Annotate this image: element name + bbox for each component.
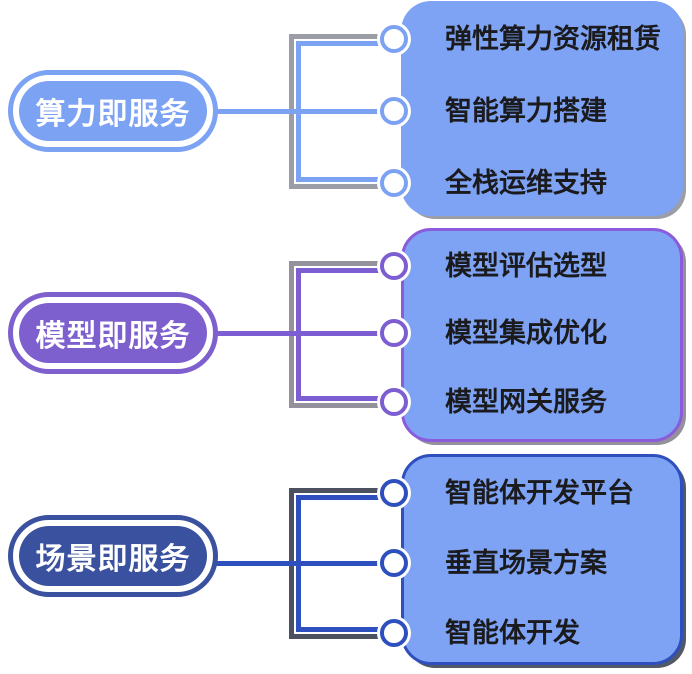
node-pill-body: 算力即服务 <box>19 81 207 141</box>
node-pill-body: 模型即服务 <box>19 303 207 363</box>
connector-line <box>296 495 385 500</box>
bullet-icon <box>380 252 408 280</box>
node-label: 算力即服务 <box>35 98 191 131</box>
connector-line <box>289 634 385 639</box>
node-compute-service: 算力即服务 <box>8 70 218 152</box>
bullet-icon <box>380 169 408 197</box>
leaf-item: 全栈运维支持 <box>445 168 607 198</box>
bullet-icon <box>380 549 408 577</box>
leaf-item: 智能体开发 <box>445 618 580 648</box>
node-pill-body: 场景即服务 <box>19 526 207 586</box>
connector-line <box>296 627 385 632</box>
connector-line <box>289 184 385 189</box>
leaf-box-model <box>401 228 683 442</box>
leaf-box-compute <box>401 1 683 216</box>
connector-line <box>216 331 385 336</box>
node-label: 模型即服务 <box>35 320 191 353</box>
leaf-item: 模型集成优化 <box>445 318 607 348</box>
node-scene-service: 场景即服务 <box>8 515 218 597</box>
connector-line <box>296 177 385 182</box>
leaf-box-scene <box>401 454 683 665</box>
leaf-item: 智能算力搭建 <box>445 96 607 126</box>
leaf-item: 模型评估选型 <box>445 251 607 281</box>
connector-line <box>216 109 385 114</box>
bullet-icon <box>380 319 408 347</box>
node-label: 场景即服务 <box>35 543 191 576</box>
connector-line <box>296 396 385 401</box>
connector-line <box>289 403 385 408</box>
connector-line <box>289 34 385 39</box>
bullet-icon <box>380 619 408 647</box>
bullet-icon <box>380 97 408 125</box>
connector-line <box>289 488 385 493</box>
connector-line <box>296 41 385 46</box>
bullet-icon <box>380 388 408 416</box>
leaf-item: 智能体开发平台 <box>445 478 634 508</box>
leaf-item: 模型网关服务 <box>445 387 607 417</box>
leaf-item: 垂直场景方案 <box>445 548 607 578</box>
bullet-icon <box>380 479 408 507</box>
connector-line <box>289 261 385 266</box>
connector-line <box>216 561 385 566</box>
connector-line <box>296 268 385 273</box>
leaf-item: 弹性算力资源租赁 <box>445 24 661 54</box>
node-model-service: 模型即服务 <box>8 292 218 374</box>
bullet-icon <box>380 25 408 53</box>
